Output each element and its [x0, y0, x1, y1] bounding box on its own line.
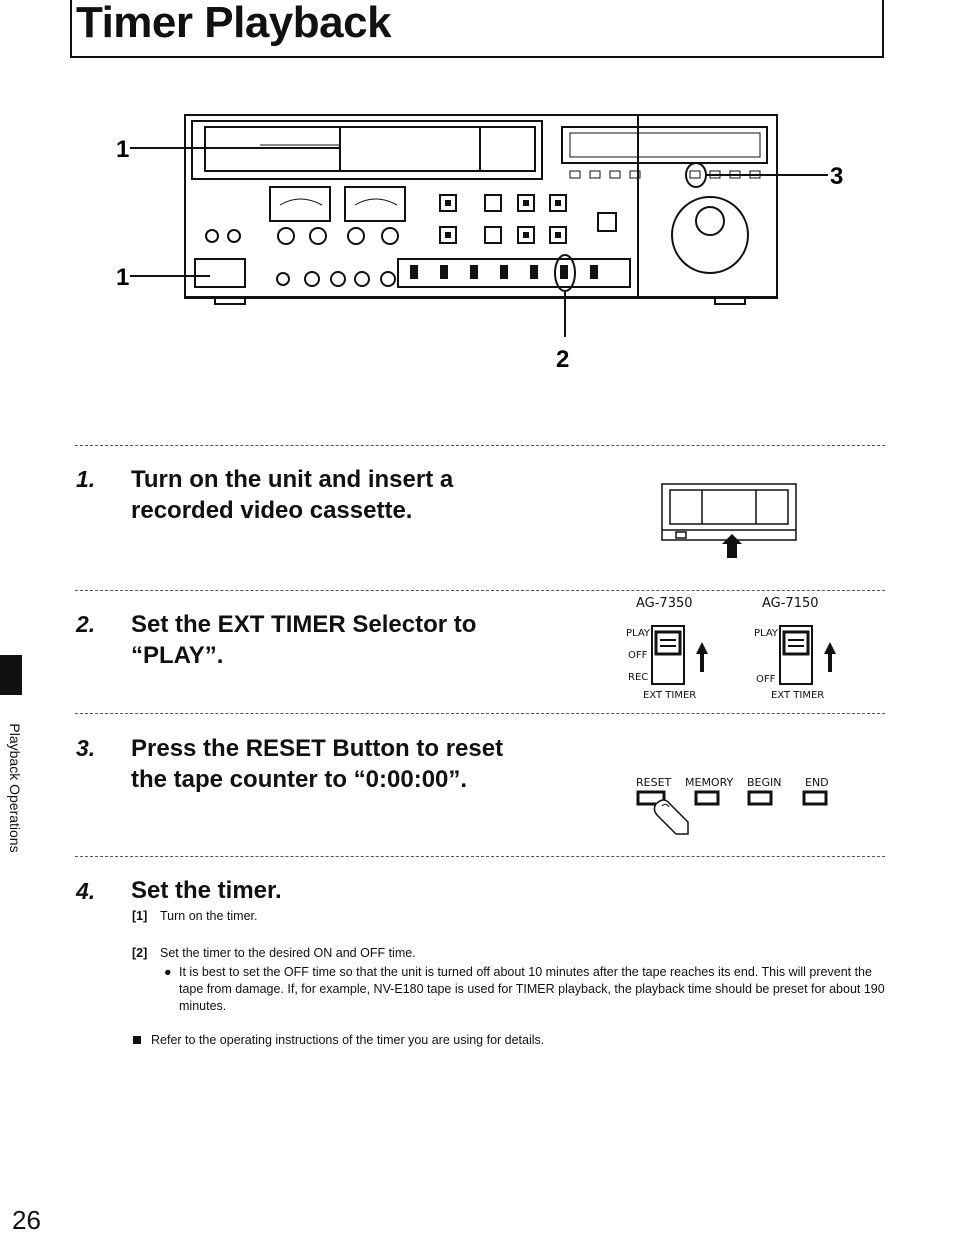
step-2-line-1: Set the EXT TIMER Selector to [131, 611, 477, 638]
end-button-label: END [805, 776, 829, 789]
memory-button-label: MEMORY [685, 776, 734, 789]
callout-1-top: 1 [116, 136, 129, 163]
section-tab-marker [0, 655, 22, 695]
step-3-number: 3. [76, 735, 96, 761]
step-1-line-1: Turn on the unit and insert a [131, 466, 454, 493]
reset-button-label: RESET [636, 776, 672, 789]
ext-timer-selector-ag7150[interactable] [778, 624, 848, 688]
page-number: 26 [12, 1205, 41, 1235]
step-4-number: 4. [76, 878, 96, 904]
divider [75, 713, 885, 714]
model-label-ag7150: AG-7150 [762, 596, 819, 611]
selector-b-play-label: PLAY [754, 628, 779, 639]
step-3-line-1: Press the RESET Button to reset [131, 735, 504, 762]
begin-button-label: BEGIN [747, 776, 782, 789]
counter-buttons-illustration [636, 790, 828, 835]
step-1-number: 1. [76, 466, 96, 492]
memory-button[interactable] [694, 790, 720, 806]
divider [75, 445, 885, 446]
selector-a-play-label: PLAY [626, 628, 651, 639]
divider [75, 856, 885, 857]
step-3-line-2: the tape counter to “0:00:00”. [131, 766, 468, 793]
divider [75, 590, 885, 591]
page-title: Timer Playback [76, 0, 392, 47]
pressing-finger-icon [653, 799, 689, 835]
cassette-insert-illustration [661, 483, 797, 558]
ext-timer-selector-ag7350[interactable] [650, 624, 720, 688]
callout-3: 3 [830, 163, 843, 190]
step-1-line-2: recorded video cassette. [131, 497, 413, 524]
section-tab-label: Playback Operations [7, 723, 23, 853]
step-4-line-1: Set the timer. [131, 877, 282, 904]
substep-1-number: [1] [132, 909, 148, 923]
timer-note-text: Refer to the operating instructions of t… [151, 1033, 545, 1047]
reset-button[interactable] [636, 790, 666, 806]
bullet-dot: ● [164, 965, 172, 979]
title-box [70, 0, 884, 58]
vcr-front-panel-illustration: 1 1 2 3 [116, 114, 843, 373]
substep-2-text: Set the timer to the desired ON and OFF … [160, 946, 416, 960]
model-label-ag7350: AG-7350 [636, 596, 693, 611]
selector-a-rec-label: REC [628, 672, 649, 683]
substep-2-number: [2] [132, 946, 148, 960]
substep-1-text: Turn on the timer. [160, 909, 258, 923]
note-square-bullet [133, 1036, 141, 1044]
step-2-number: 2. [76, 611, 96, 637]
selector-a-caption: EXT TIMER [643, 690, 697, 701]
step-2-line-2: “PLAY”. [131, 642, 224, 669]
end-button[interactable] [802, 790, 828, 806]
selector-b-off-label: OFF [756, 674, 776, 685]
timer-bullet-text: It is best to set the OFF time so that t… [179, 965, 885, 1013]
callout-2: 2 [556, 346, 569, 373]
selector-a-off-label: OFF [628, 650, 648, 661]
selector-b-caption: EXT TIMER [771, 690, 825, 701]
callout-1-bottom: 1 [116, 264, 129, 291]
begin-button[interactable] [747, 790, 773, 806]
